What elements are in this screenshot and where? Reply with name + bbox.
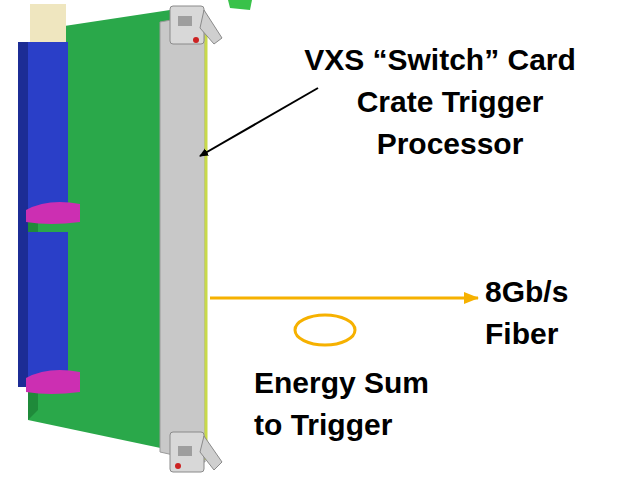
card-subtitle: Crate Trigger Processor [320,81,580,165]
top-block [30,4,66,44]
green-fragment [228,0,252,10]
front-panel [160,14,205,462]
fiber-label: 8Gb/s Fiber [485,271,600,355]
ejector-handle [170,6,222,44]
panel-edge [205,16,208,460]
leader-arrow [200,88,318,156]
connector-clip [26,370,80,394]
fiber-loop [295,315,355,345]
connector-clip [26,202,80,224]
signal-label: Energy Sum to Trigger [254,362,454,446]
ejector-handle [170,432,222,472]
card-title: VXS “Switch” Card [255,39,625,81]
fiber-arrow [210,297,478,300]
